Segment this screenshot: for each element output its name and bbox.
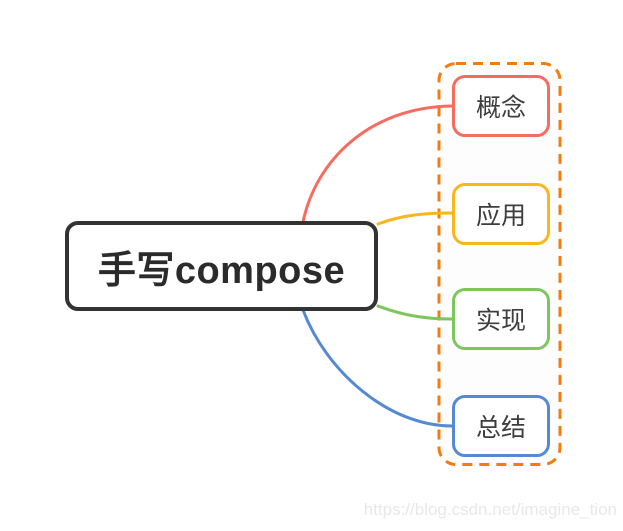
branch-node-2[interactable]: 实现 bbox=[452, 288, 550, 350]
root-node[interactable]: 手写compose bbox=[65, 221, 378, 311]
edge-root-to-branch-3 bbox=[301, 308, 454, 428]
branch-node-3-label: 总结 bbox=[475, 414, 526, 442]
branch-node-1-label: 应用 bbox=[475, 202, 526, 230]
branch-node-2-label: 实现 bbox=[475, 307, 526, 335]
branch-node-3[interactable]: 总结 bbox=[452, 395, 550, 457]
watermark: https://blog.csdn.net/imagine_tion bbox=[363, 500, 617, 519]
branch-node-0-label: 概念 bbox=[475, 94, 526, 122]
edge-root-to-branch-2 bbox=[376, 304, 454, 321]
root-node-label: 手写compose bbox=[97, 249, 346, 292]
branch-node-1[interactable]: 应用 bbox=[452, 183, 550, 245]
edge-root-to-branch-1 bbox=[376, 211, 454, 226]
edge-root-to-branch-0 bbox=[301, 104, 454, 224]
branch-node-0[interactable]: 概念 bbox=[452, 75, 550, 137]
